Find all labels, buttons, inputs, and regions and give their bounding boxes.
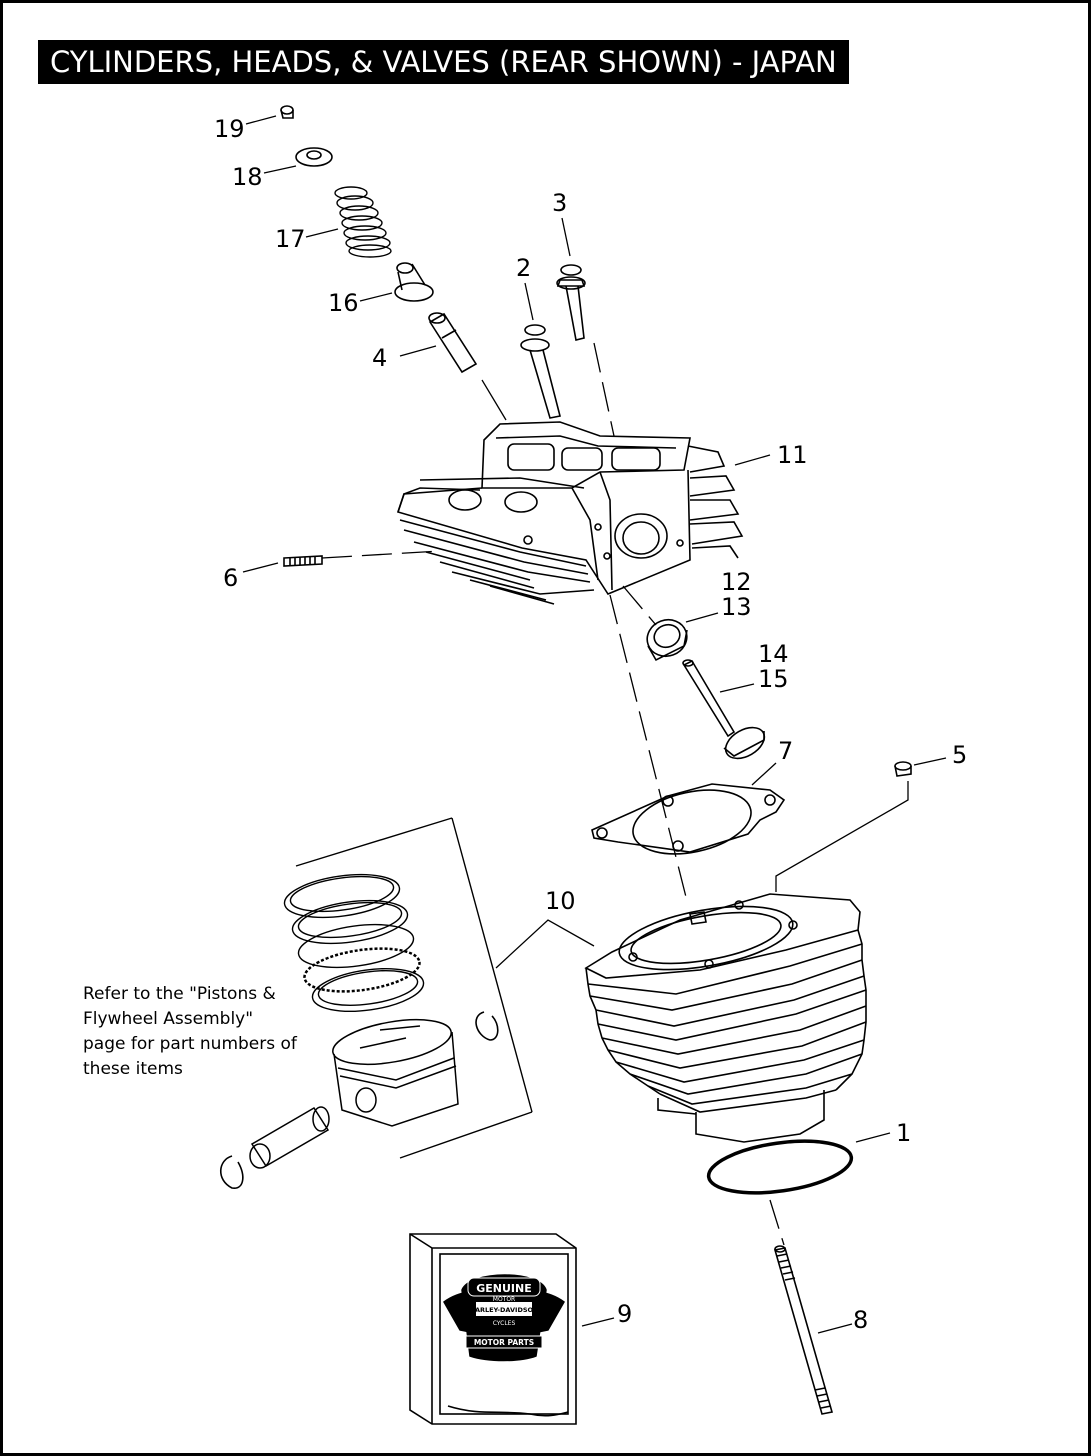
genuine-motor-parts-logo: GENUINE MOTOR HARLEY-DAVIDSON CYCLES MOT…	[443, 1274, 565, 1362]
callout-14: 14	[758, 640, 789, 668]
logo-motor-text: MOTOR	[493, 1296, 515, 1303]
callout-5: 5	[952, 741, 967, 769]
callout-3: 3	[552, 189, 567, 217]
callout-15: 15	[758, 665, 789, 693]
logo-brand-text: HARLEY-DAVIDSON	[470, 1306, 539, 1314]
note-line-1: Refer to the "Pistons &	[83, 984, 276, 1004]
callout-13: 13	[721, 593, 752, 621]
callout-8: 8	[853, 1306, 868, 1334]
part-2-head-bolt-icon	[520, 324, 561, 419]
callout-17: 17	[275, 225, 306, 253]
part-7-head-gasket-icon	[591, 783, 786, 855]
part-4-valve-guide-icon	[428, 312, 478, 374]
piston-pin-clips-icon	[219, 1011, 499, 1189]
leader-lines	[242, 115, 947, 1334]
callout-18: 18	[232, 163, 263, 191]
part-1-o-ring-icon	[706, 1139, 854, 1195]
part-6-dowel-icon	[283, 555, 323, 567]
piston-icon	[332, 1018, 459, 1127]
part-8-cylinder-stud-icon	[773, 1245, 834, 1415]
assembly-line-4	[481, 379, 507, 421]
callout-16: 16	[328, 289, 359, 317]
callout-7: 7	[778, 737, 793, 765]
part-17-valve-spring-icon	[334, 186, 392, 258]
logo-genuine-text: GENUINE	[476, 1282, 532, 1295]
callout-1: 1	[896, 1119, 911, 1147]
piston-rings-icon	[283, 873, 425, 1012]
callout-12: 12	[721, 568, 752, 596]
callout-10: 10	[545, 887, 576, 915]
logo-cycles-text: CYCLES	[493, 1320, 516, 1327]
part-19-keeper-icon	[280, 105, 294, 119]
part-11-cylinder-head-icon	[396, 421, 744, 605]
part-16-valve-seal-icon	[394, 262, 434, 302]
callout-6: 6	[223, 564, 238, 592]
piston-pin-icon	[249, 1106, 330, 1169]
part-5-dowel-icon	[894, 761, 912, 777]
page-title: CYLINDERS, HEADS, & VALVES (REAR SHOWN) …	[38, 40, 849, 84]
logo-motor-parts-text: MOTOR PARTS	[474, 1338, 534, 1347]
callout-9: 9	[617, 1300, 632, 1328]
part-18-retainer-icon	[295, 147, 333, 167]
callout-4: 4	[372, 344, 387, 372]
piston-assembly-bracket	[295, 817, 533, 1159]
callout-19: 19	[214, 115, 245, 143]
note-line-2: Flywheel Assembly"	[83, 1009, 254, 1029]
callout-2: 2	[516, 254, 531, 282]
part-3-head-bolt-icon	[556, 264, 586, 341]
part-9-gasket-kit-icon	[409, 1233, 577, 1425]
part-12-13-valve-seat-icon	[646, 618, 688, 662]
note-line-4: these items	[83, 1059, 183, 1079]
callout-11: 11	[777, 441, 808, 469]
note-line-3: page for part numbers of	[83, 1034, 297, 1054]
part-14-15-valve-icon	[682, 659, 766, 760]
part-10-cylinder-icon	[584, 893, 867, 1143]
reference-note: Refer to the "Pistons & Flywheel Assembl…	[83, 982, 313, 1082]
